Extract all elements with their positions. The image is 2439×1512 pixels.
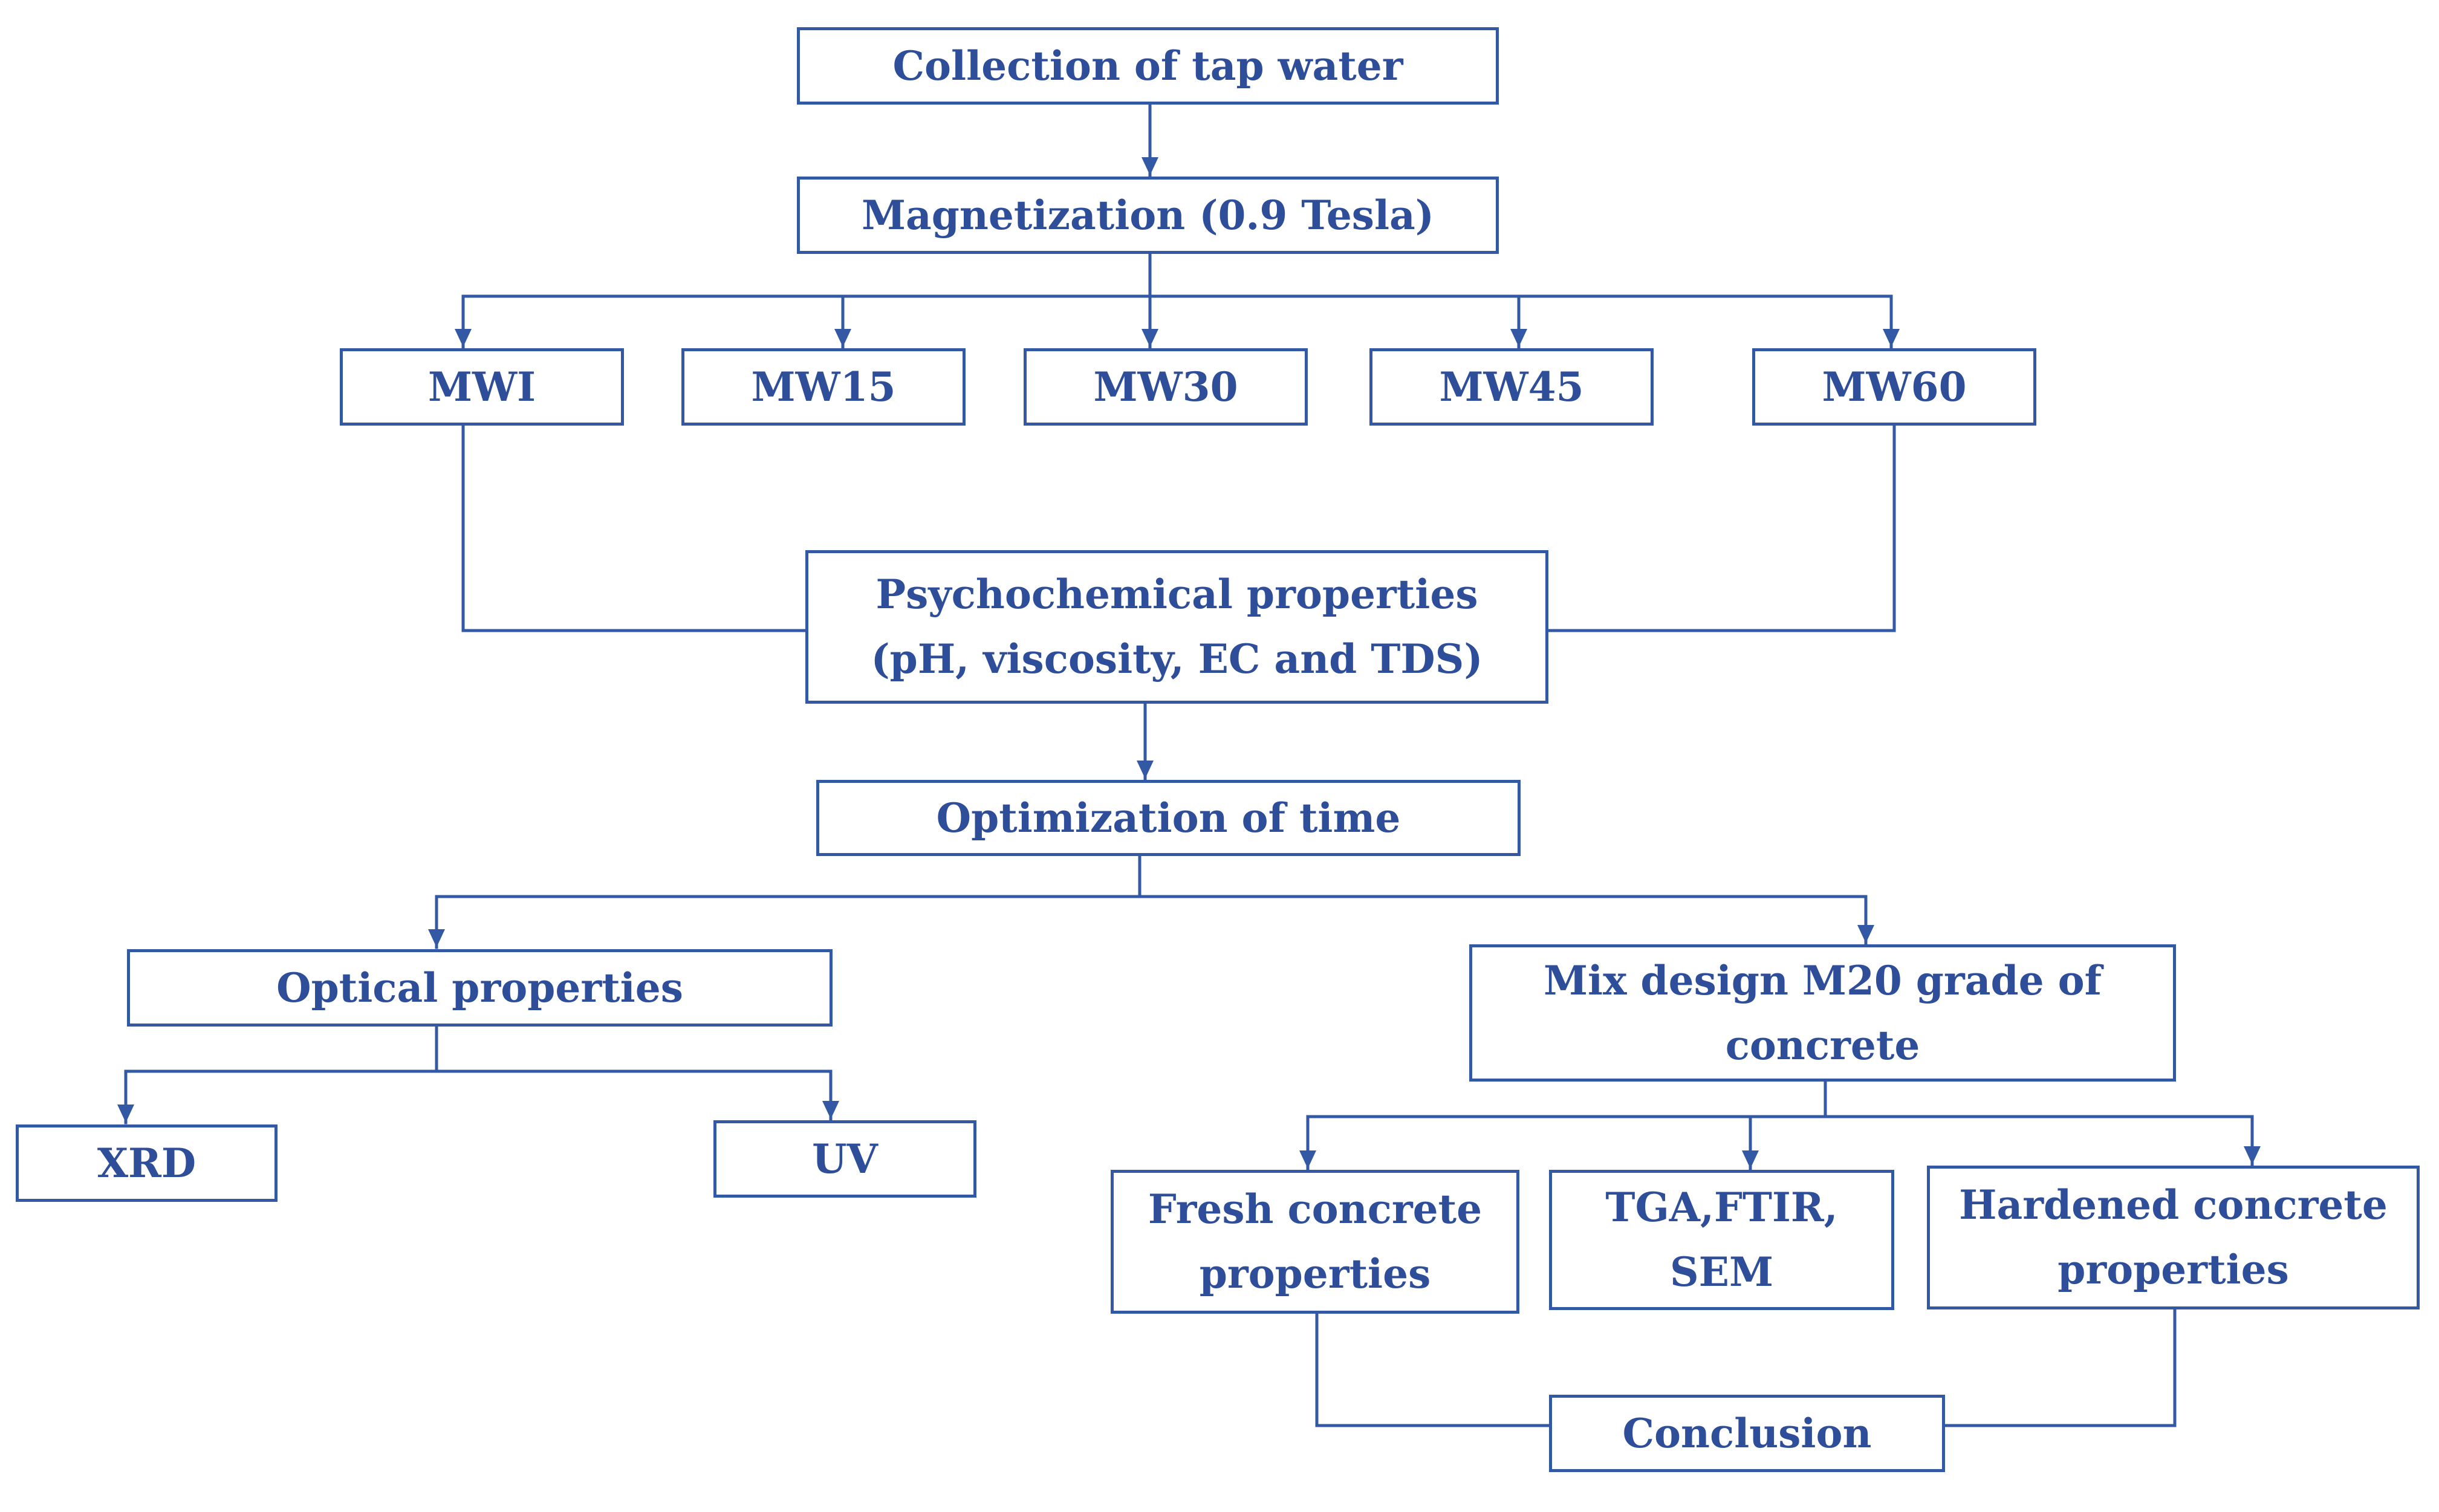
optimization-label: Optimization of time <box>936 794 1401 842</box>
optical-box: Optical properties <box>127 949 833 1027</box>
tga-ftir-sem-line2: SEM <box>1669 1248 1774 1296</box>
tga-ftir-sem-box: TGA,FTIR, SEM <box>1549 1170 1894 1310</box>
connector-hardened-to-conclusion <box>1943 1309 2177 1427</box>
sample-label: MWI <box>427 363 536 410</box>
psychochemical-line2: (pH, viscosity, EC and TDS) <box>871 635 1483 683</box>
hardened-concrete-box: Hardened concrete properties <box>1927 1166 2420 1309</box>
fresh-concrete-line1: Fresh concrete <box>1148 1186 1483 1233</box>
uv-box: UV <box>713 1120 976 1198</box>
conclusion-box: Conclusion <box>1549 1395 1945 1472</box>
sample-label: MW60 <box>1822 363 1967 410</box>
sample-box-mwi: MWI <box>340 348 624 426</box>
sample-label: MW15 <box>751 363 896 410</box>
xrd-box: XRD <box>16 1124 278 1202</box>
mix-design-line2: concrete <box>1725 1021 1920 1069</box>
sample-label: MW45 <box>1439 363 1584 410</box>
collection-label: Collection of tap water <box>892 42 1403 89</box>
magnetization-label: Magnetization (0.9 Tesla) <box>861 191 1435 239</box>
sample-label: MW30 <box>1093 363 1238 410</box>
uv-label: UV <box>812 1135 878 1183</box>
conclusion-label: Conclusion <box>1622 1409 1872 1457</box>
hardened-concrete-line2: properties <box>2057 1246 2289 1293</box>
sample-box-mw30: MW30 <box>1024 348 1308 426</box>
fresh-concrete-line2: properties <box>1199 1250 1431 1297</box>
psychochemical-box: Psychochemical properties (pH, viscosity… <box>805 550 1548 704</box>
magnetization-box: Magnetization (0.9 Tesla) <box>797 177 1499 254</box>
mix-design-line1: Mix design M20 grade of <box>1543 956 2102 1004</box>
connector-fresh-to-conclusion <box>1315 1311 1552 1427</box>
tga-ftir-sem-line1: TGA,FTIR, <box>1605 1184 1838 1231</box>
sample-box-mw15: MW15 <box>681 348 966 426</box>
sample-box-mw45: MW45 <box>1369 348 1654 426</box>
xrd-label: XRD <box>97 1139 196 1187</box>
optimization-box: Optimization of time <box>816 780 1521 856</box>
connector-mwi-to-psychochemical <box>461 424 808 632</box>
sample-box-mw60: MW60 <box>1752 348 2036 426</box>
collection-box: Collection of tap water <box>797 27 1499 105</box>
connector-mw60-to-psychochemical <box>1546 424 1896 632</box>
optical-label: Optical properties <box>276 964 683 1011</box>
psychochemical-line1: Psychochemical properties <box>875 571 1478 618</box>
hardened-concrete-line1: Hardened concrete <box>1959 1181 2388 1229</box>
mix-design-box: Mix design M20 grade of concrete <box>1469 944 2176 1082</box>
fresh-concrete-box: Fresh concrete properties <box>1111 1170 1519 1314</box>
